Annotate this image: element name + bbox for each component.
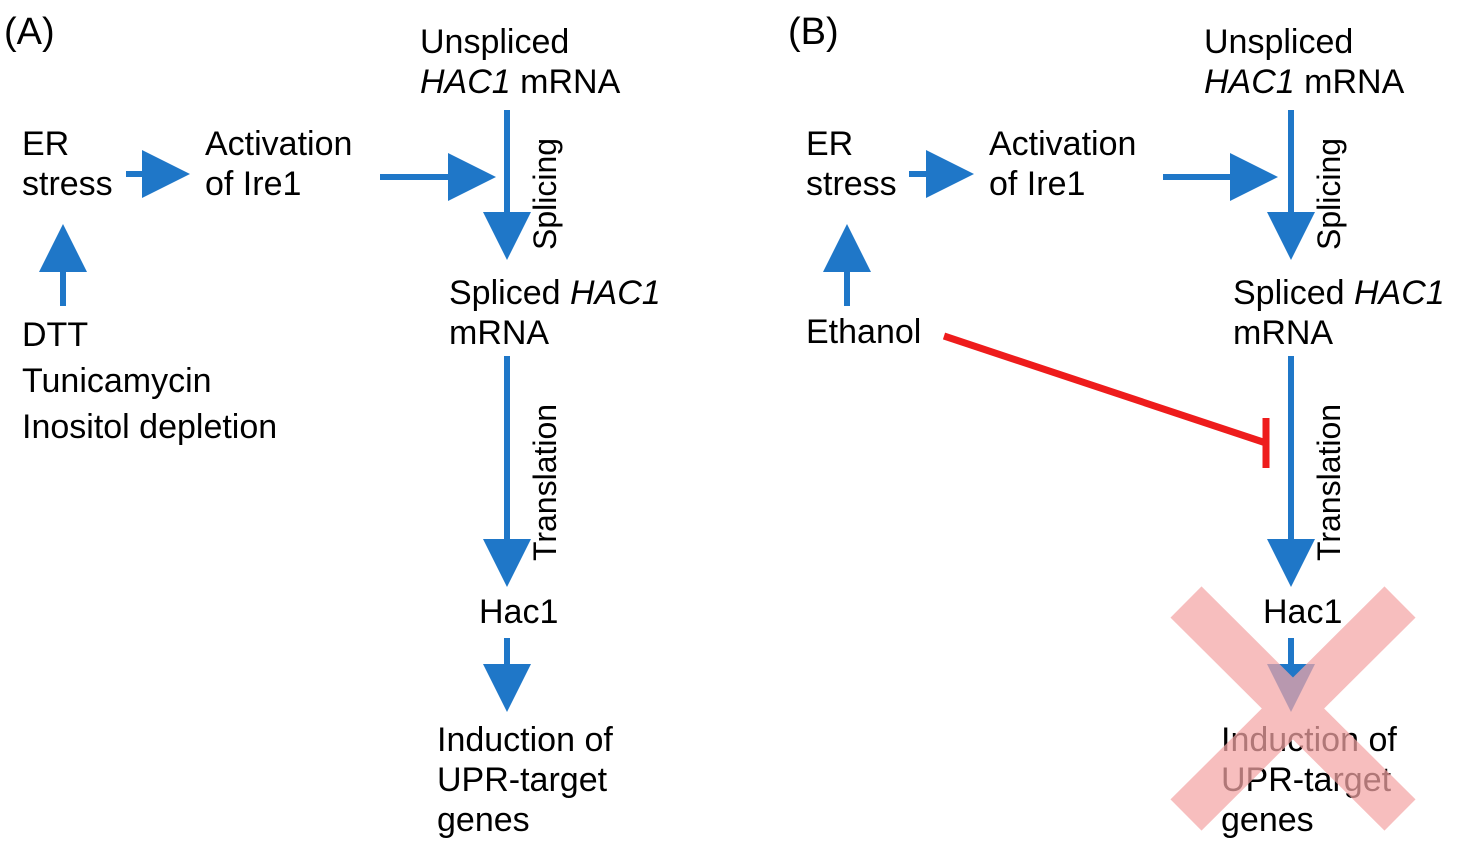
induction-line3: genes	[1221, 801, 1314, 839]
unspliced-line2: HAC1 mRNA	[420, 62, 620, 102]
spliced-label-b: Spliced HAC1 mRNA	[1233, 273, 1445, 353]
panel-a-label: (A)	[4, 11, 55, 53]
unspliced-line2: HAC1 mRNA	[1204, 62, 1404, 102]
spliced-prefix: Spliced	[449, 274, 570, 312]
unspliced-label-b: Unspliced HAC1 mRNA	[1204, 22, 1404, 102]
inducer-tunicamycin: Tunicamycin	[22, 362, 212, 400]
panel-b-arrows	[823, 110, 1315, 587]
inducer-inositol-depletion: Inositol depletion	[22, 408, 278, 446]
spliced-prefix: Spliced	[1233, 274, 1354, 312]
hac1-label-a: Hac1	[479, 593, 559, 631]
er-stress-line2: stress	[22, 165, 113, 203]
unspliced-rest: mRNA	[510, 63, 621, 101]
spliced-label-a: Spliced HAC1 mRNA	[449, 273, 661, 353]
induction-label-a: Induction of UPR-target genes	[437, 720, 613, 840]
hac1-label-b: Hac1	[1263, 593, 1343, 631]
panel-a-arrows	[39, 110, 531, 712]
gene-name: HAC1	[1204, 63, 1295, 101]
spliced-line1: Spliced HAC1	[449, 273, 661, 313]
er-stress-line2: stress	[806, 165, 897, 203]
inhibition-line	[942, 332, 1268, 447]
er-stress-label-b: ER stress	[806, 124, 897, 204]
activation-label-a: Activation of Ire1	[205, 124, 352, 204]
er-stress-line1: ER	[22, 125, 70, 163]
blocked-cross-icon	[1170, 586, 1416, 831]
unspliced-line1: Unspliced	[420, 23, 570, 61]
spliced-line1: Spliced HAC1	[1233, 273, 1445, 313]
ethanol-inhibition	[942, 332, 1270, 468]
inducer-dtt: DTT	[22, 316, 89, 354]
activation-line1: Activation	[205, 125, 353, 163]
er-stress-label-a: ER stress	[22, 124, 113, 204]
ethanol-label: Ethanol	[806, 313, 922, 351]
gene-name: HAC1	[420, 63, 511, 101]
spliced-line2: mRNA	[449, 314, 550, 352]
er-stress-line1: ER	[806, 125, 854, 163]
activation-line2: of Ire1	[205, 165, 302, 203]
unspliced-rest: mRNA	[1294, 63, 1405, 101]
inducers-list: DTT Tunicamycin Inositol depletion	[22, 312, 277, 450]
gene-name: HAC1	[1353, 274, 1445, 312]
induction-line3: genes	[437, 801, 530, 839]
activation-line2: of Ire1	[989, 165, 1086, 203]
induction-line2: UPR-target	[437, 761, 608, 799]
activation-line1: Activation	[989, 125, 1137, 163]
gene-name: HAC1	[569, 274, 661, 312]
unspliced-label-a: Unspliced HAC1 mRNA	[420, 22, 620, 102]
spliced-line2: mRNA	[1233, 314, 1334, 352]
activation-label-b: Activation of Ire1	[989, 124, 1136, 204]
induction-line1: Induction of	[437, 721, 613, 759]
unspliced-line1: Unspliced	[1204, 23, 1354, 61]
panel-b-label: (B)	[788, 11, 839, 53]
